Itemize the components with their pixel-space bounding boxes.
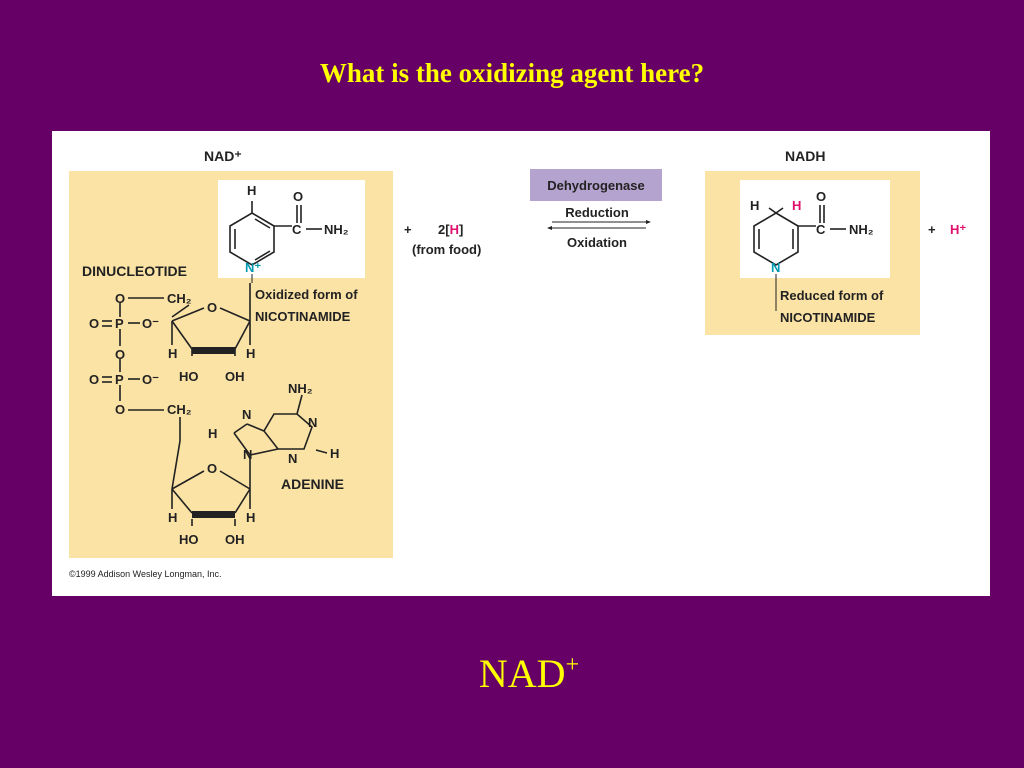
adenine-n-2: N — [308, 415, 317, 430]
reaction-arrows — [552, 221, 646, 229]
upper-ribose-bold-edge — [192, 347, 235, 354]
enzyme-label: Dehydrogenase — [547, 178, 645, 193]
oxidized-form-line2: NICOTINAMIDE — [255, 309, 351, 324]
nadh-title: NADH — [785, 148, 825, 164]
forward-arrowhead — [646, 220, 651, 224]
ring-h-right-plain: H — [750, 198, 759, 213]
adenine-n-3: N — [243, 447, 252, 462]
phosphate-o-minus-1: O⁻ — [142, 316, 159, 331]
nicotinamide-box-right — [740, 180, 890, 278]
answer-text: NAD+ — [0, 650, 1024, 697]
nad-nadh-reaction-figure: NAD⁺ NADH H O C NH₂ N⁺ + 2[H] (from food… — [52, 131, 990, 596]
dinucleotide-label: DINUCLEOTIDE — [82, 263, 187, 279]
proton-label: H⁺ — [950, 222, 966, 237]
nitrogen-plus: N⁺ — [245, 260, 261, 275]
reduced-form-line2: NICOTINAMIDE — [780, 310, 876, 325]
adenine-h-right: H — [330, 446, 339, 461]
copyright-notice: ©1999 Addison Wesley Longman, Inc. — [69, 569, 222, 579]
lower-ribose-o: O — [207, 461, 217, 476]
upper-ribose-o: O — [207, 300, 217, 315]
hydrogen-source: 2[H] — [438, 222, 463, 237]
adenine-label: ADENINE — [281, 476, 344, 492]
adenine-h-left: H — [208, 426, 217, 441]
carbonyl-c-right: C — [816, 222, 826, 237]
carbonyl-o-left: O — [293, 189, 303, 204]
slide-title: What is the oxidizing agent here? — [319, 58, 705, 88]
phosphate-o-2: O — [115, 402, 125, 417]
ring-h-right-added: H — [792, 198, 801, 213]
phosphorus-1: P — [115, 316, 124, 331]
phosphate-o-1: O — [115, 291, 125, 306]
plus-sign-2: + — [928, 222, 936, 237]
phosphorus-2: P — [115, 372, 124, 387]
lower-ribose-bold-edge — [192, 511, 235, 518]
reduced-form-line1: Reduced form of — [780, 288, 884, 303]
oxidized-form-line1: Oxidized form of — [255, 287, 358, 302]
bridging-o: O — [115, 347, 125, 362]
adenine-n-4: N — [288, 451, 297, 466]
oxidation-label: Oxidation — [567, 235, 627, 250]
ring-h-top-left: H — [247, 183, 256, 198]
nad-title: NAD⁺ — [204, 148, 242, 164]
oxidized-nicotinamide-structure — [229, 201, 322, 283]
reverse-arrowhead — [547, 226, 552, 230]
lower-ribose-ho: HO — [179, 532, 199, 547]
answer-base: NAD — [478, 651, 566, 696]
upper-ribose-h-left: H — [168, 346, 177, 361]
reduction-label: Reduction — [565, 205, 629, 220]
upper-ribose-h-right: H — [246, 346, 255, 361]
adenine-n-1: N — [242, 407, 251, 422]
amide-nh2-right: NH₂ — [849, 222, 874, 237]
nicotinamide-box-left — [218, 180, 365, 278]
lower-ribose-oh: OH — [225, 532, 245, 547]
upper-ribose-oh: OH — [225, 369, 245, 384]
lower-ribose — [171, 440, 251, 526]
phosphate-double-o-1: O — [89, 316, 99, 331]
upper-ribose-ho: HO — [179, 369, 199, 384]
upper-ribose — [171, 283, 251, 356]
nitrogen-reduced: N — [771, 260, 780, 275]
ch2-upper: CH₂ — [167, 291, 192, 306]
reduced-nicotinamide-structure — [753, 205, 846, 311]
enzyme-box — [530, 169, 662, 201]
plus-sign-1: + — [404, 222, 412, 237]
ch2-lower: CH₂ — [167, 402, 192, 417]
amide-nh2-left: NH₂ — [324, 222, 349, 237]
from-food-label: (from food) — [412, 242, 481, 257]
phosphate-backbone — [102, 297, 190, 441]
phosphate-double-o-2: O — [89, 372, 99, 387]
lower-ribose-h-right: H — [246, 510, 255, 525]
lower-ribose-h-left: H — [168, 510, 177, 525]
phosphate-o-minus-2: O⁻ — [142, 372, 159, 387]
carbonyl-c-left: C — [292, 222, 302, 237]
answer-superscript: + — [565, 652, 580, 678]
carbonyl-o-right: O — [816, 189, 826, 204]
adenine-nh2: NH₂ — [288, 381, 313, 396]
adenine-structure — [233, 394, 328, 456]
